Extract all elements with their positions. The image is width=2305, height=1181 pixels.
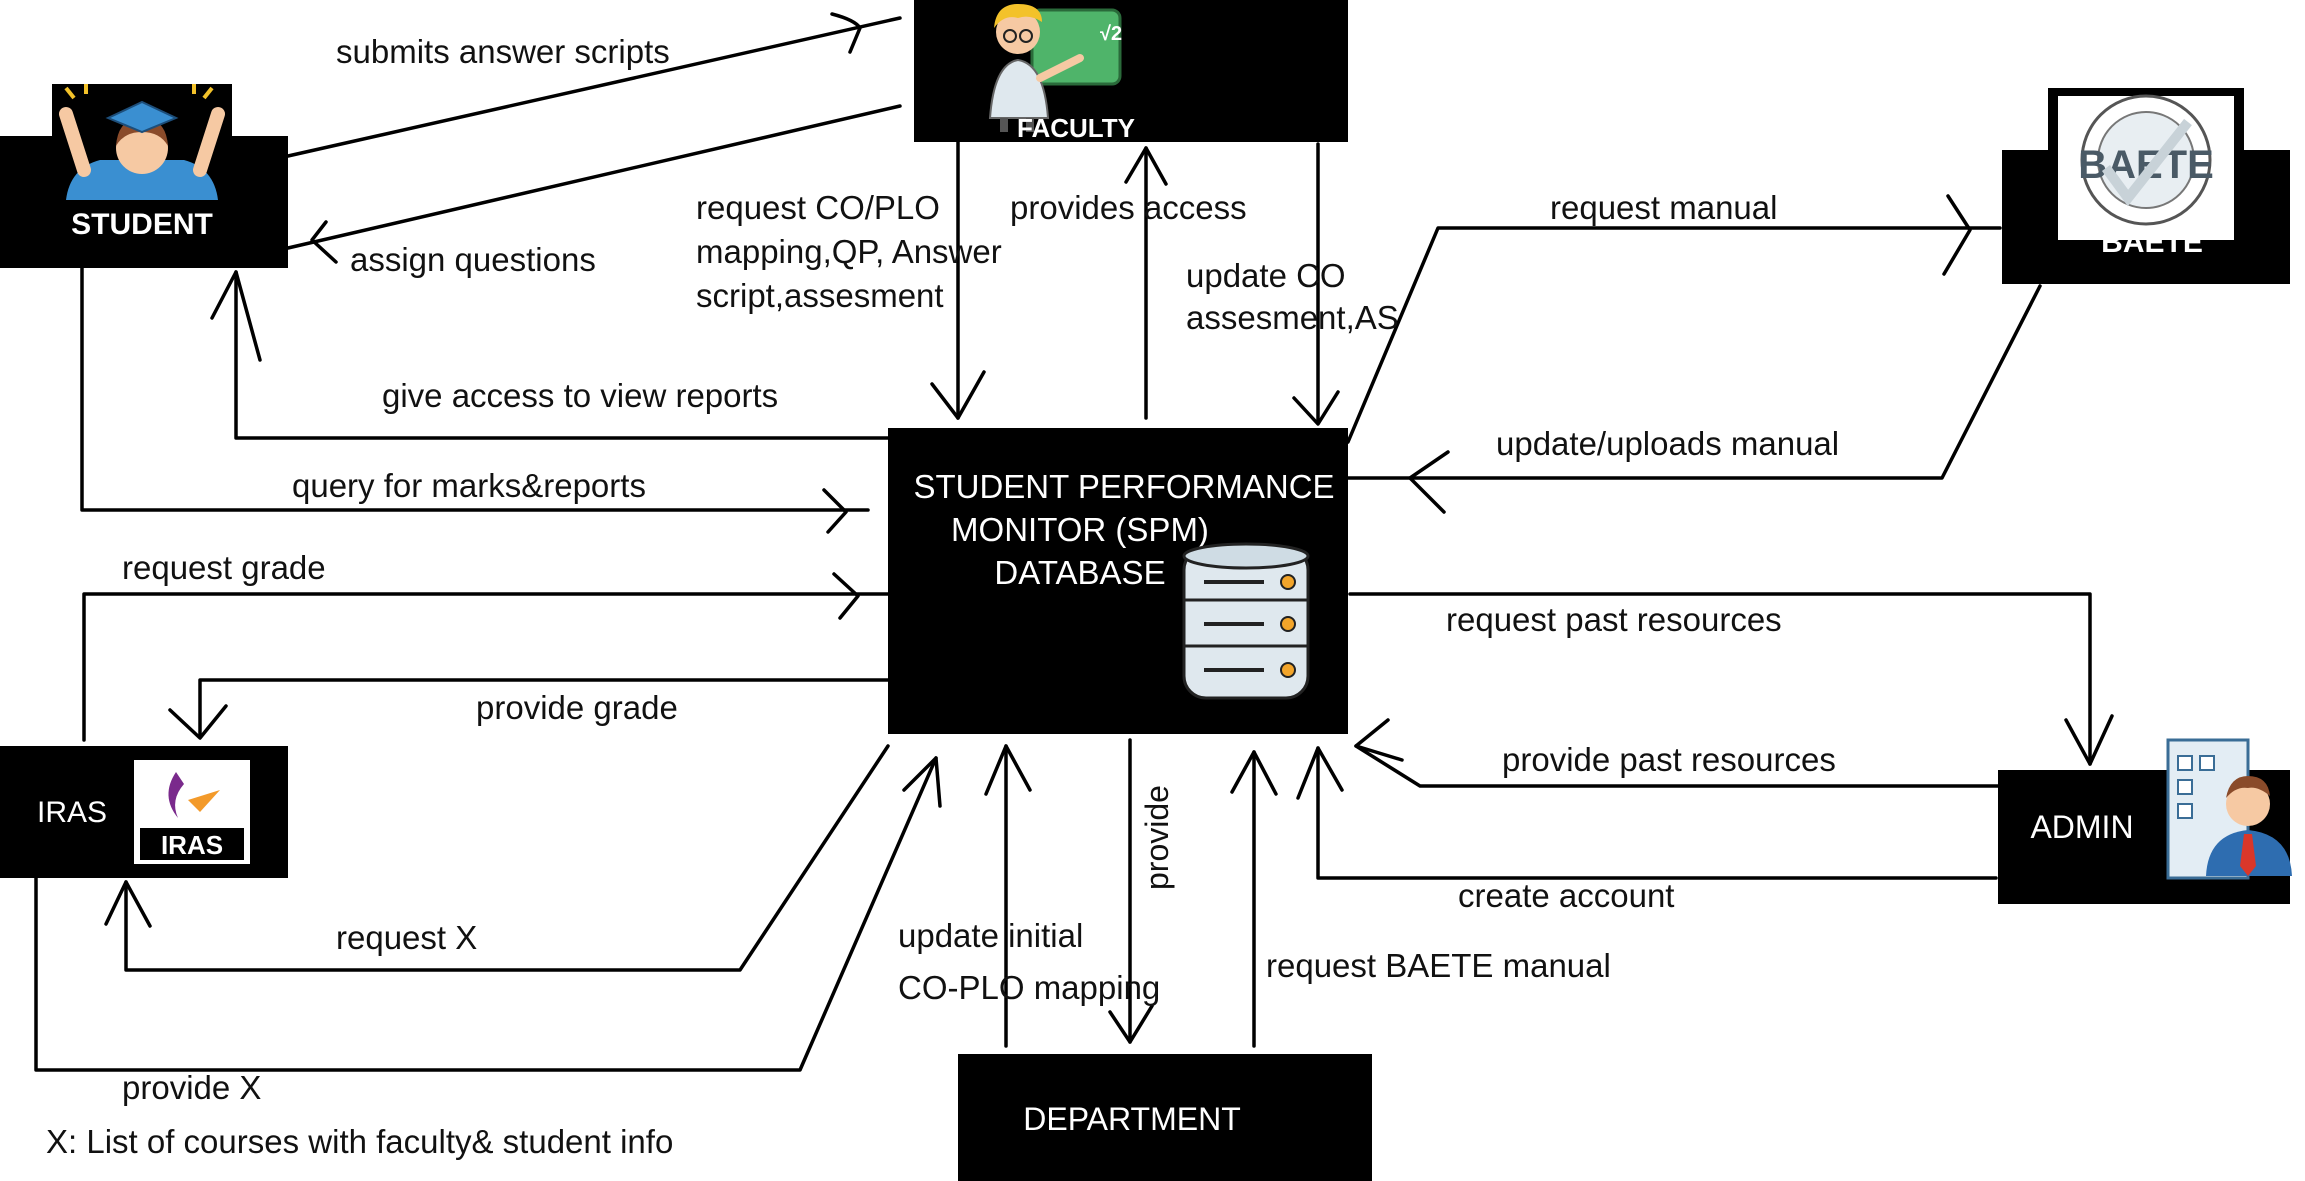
department-box xyxy=(958,1054,1372,1181)
arrowhead-provide-past xyxy=(1354,718,1404,762)
label-assign-questions: assign questions xyxy=(350,241,596,278)
arrowhead-query-marks xyxy=(822,488,848,534)
arrowhead-provide-x xyxy=(902,756,942,808)
arrow-update-uploads-manual xyxy=(1346,284,2042,480)
label-request-past-resources: request past resources xyxy=(1446,601,1782,638)
database-icon xyxy=(1182,542,1310,700)
legend-note: X: List of courses with faculty& student… xyxy=(46,1123,674,1160)
label-provides-access: provides access xyxy=(1010,189,1247,226)
arrowhead-update-uploads xyxy=(1408,450,1450,514)
label-provide-grade: provide grade xyxy=(476,689,678,726)
graduate-student-icon xyxy=(59,84,225,200)
arrow-create-account xyxy=(1316,746,1998,880)
svg-text:IRAS: IRAS xyxy=(161,830,223,860)
arrowhead-provide-grade xyxy=(168,704,228,740)
arrowhead-request-manual xyxy=(1942,194,1972,276)
arrowhead-provides-access xyxy=(1124,146,1168,186)
label-query-marks: query for marks&reports xyxy=(292,467,646,504)
label-give-access: give access to view reports xyxy=(382,377,779,414)
label-request-co-plo-1: request CO/PLO xyxy=(696,189,940,226)
arrow-request-x xyxy=(124,744,890,972)
baete-seal-icon: BAETE xyxy=(2058,94,2234,240)
arrowhead-update-co xyxy=(1292,390,1340,426)
label-submits-answer-scripts: submits answer scripts xyxy=(336,33,670,70)
arrowhead-create-account xyxy=(1296,746,1344,800)
label-request-baete-manual: request BAETE manual xyxy=(1266,947,1611,984)
arrow-provide-past-resources xyxy=(1354,744,2002,788)
faculty-box xyxy=(914,0,1348,142)
connector-lines xyxy=(34,12,2114,1072)
svg-text:√2: √2 xyxy=(1100,23,1122,45)
arrow-assign-questions xyxy=(286,104,902,250)
arrowhead-provide-department xyxy=(1108,1004,1154,1044)
faculty-label: FACULTY xyxy=(1017,113,1135,143)
department-label: DEPARTMENT xyxy=(1023,1101,1241,1137)
label-update-co-1: update CO xyxy=(1186,257,1346,294)
arrow-request-grade xyxy=(82,592,890,742)
iras-logo-icon: IRAS xyxy=(134,760,250,864)
label-provide-past-resources: provide past resources xyxy=(1502,741,1836,778)
arrowhead-request-grade xyxy=(832,572,860,620)
arrowhead-assign xyxy=(310,220,338,264)
arrow-submits-answer-scripts xyxy=(286,16,902,158)
arrowhead-give-access xyxy=(210,270,262,362)
iras-label: IRAS xyxy=(37,796,107,829)
label-update-co-2: assesment,AS xyxy=(1186,299,1399,336)
label-provide-vertical: provide xyxy=(1139,785,1175,890)
spm-title-line1: STUDENT PERFORMANCE xyxy=(913,468,1334,505)
arrowhead-update-initial xyxy=(984,744,1032,796)
arrowhead-request-baete-manual xyxy=(1230,750,1278,796)
arrowhead-request-co-plo xyxy=(930,370,986,420)
spm-title-line3: DATABASE xyxy=(994,554,1165,591)
arrow-provide-x xyxy=(34,756,938,1072)
baete-label: BAETE xyxy=(2101,226,2203,259)
arrow-give-access xyxy=(234,270,890,440)
student-label: STUDENT xyxy=(71,208,213,241)
label-provide-x: provide X xyxy=(122,1069,262,1106)
label-request-x: request X xyxy=(336,919,478,956)
businessman-icon xyxy=(2166,738,2292,880)
arrowhead-request-past xyxy=(2064,714,2114,766)
spm-title-line2: MONITOR (SPM) xyxy=(951,511,1209,548)
label-create-account: create account xyxy=(1458,877,1675,914)
label-update-initial-1: update initial xyxy=(898,917,1084,954)
label-request-co-plo-2: mapping,QP, Answer xyxy=(696,233,1002,270)
arrow-request-past-resources xyxy=(1348,592,2092,766)
label-update-uploads-manual: update/uploads manual xyxy=(1496,425,1840,462)
arrowhead-submits xyxy=(830,12,862,54)
arrow-query-marks xyxy=(80,266,870,512)
arrowhead-request-x xyxy=(104,880,152,928)
label-request-manual: request manual xyxy=(1550,189,1778,226)
teacher-icon: √2 xyxy=(988,4,1122,132)
arrow-provide-grade xyxy=(198,678,890,738)
label-update-initial-2: CO-PLO mapping xyxy=(898,969,1161,1006)
arrow-request-manual xyxy=(1346,226,2002,444)
label-request-co-plo-3: script,assesment xyxy=(696,277,944,314)
admin-label: ADMIN xyxy=(2030,809,2133,845)
label-request-grade: request grade xyxy=(122,549,326,586)
